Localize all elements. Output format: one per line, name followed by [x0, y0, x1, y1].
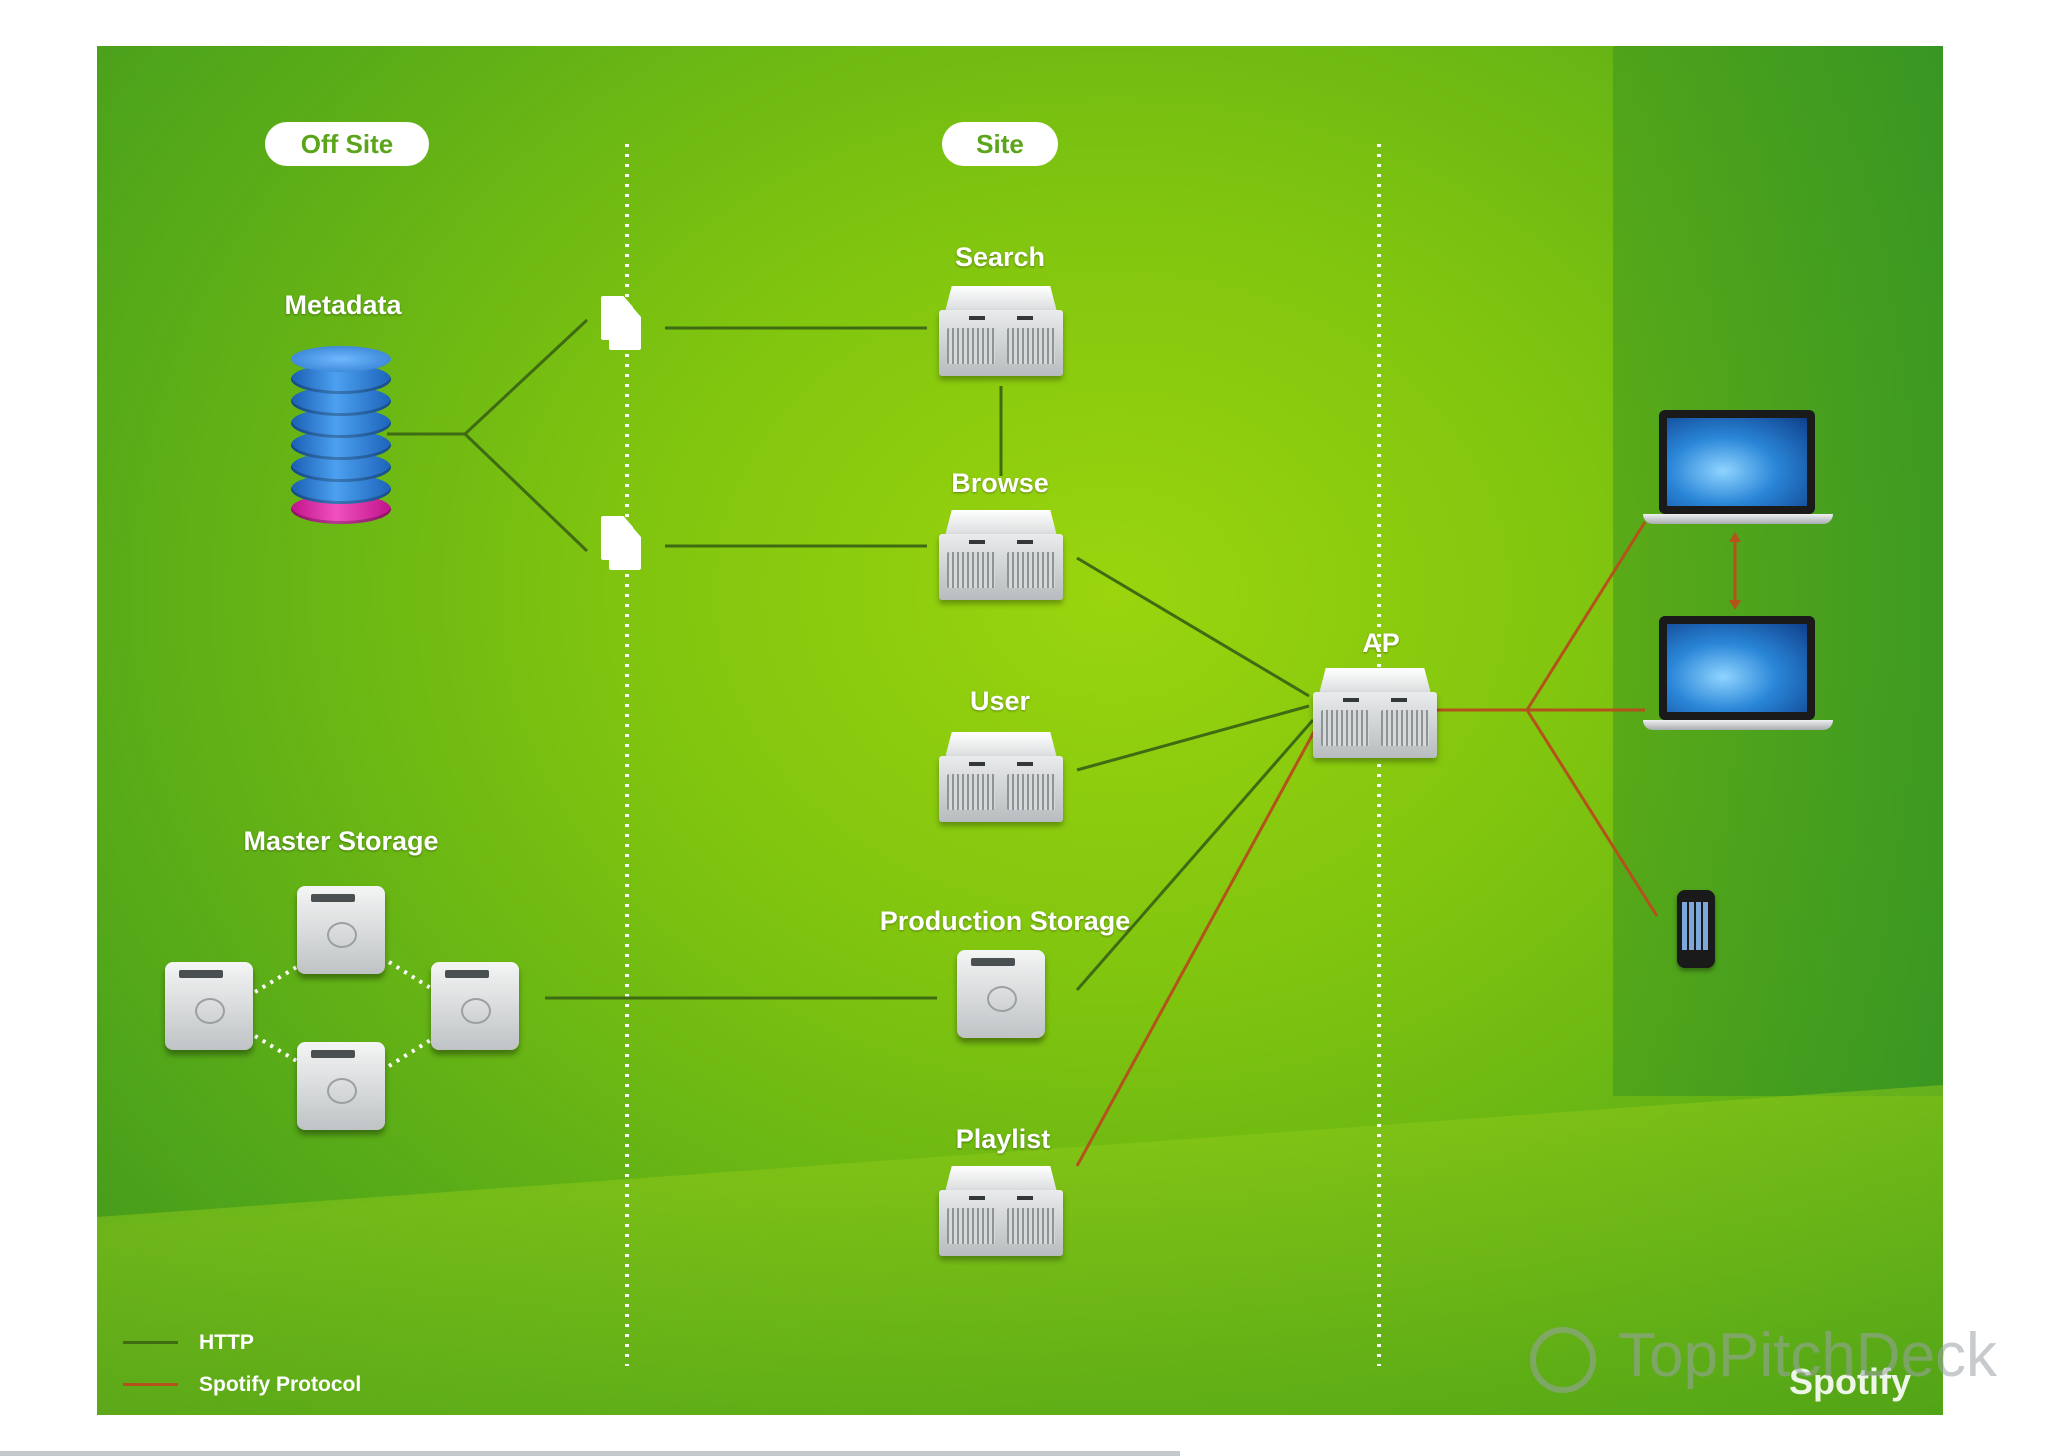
- production-storage-drive-icon: [957, 950, 1045, 1038]
- document-icon-bottom: [601, 516, 641, 570]
- laptop-icon-top: [1643, 410, 1833, 530]
- legend-http-label: HTTP: [199, 1331, 254, 1354]
- master-storage-drive-top: [297, 886, 385, 974]
- watermark: TopPitchDeck: [1530, 1320, 1997, 1393]
- ap-label: AP: [1362, 628, 1400, 658]
- document-icon-top: [601, 296, 641, 350]
- spotify-brand-text: Spotify: [1789, 1361, 1911, 1402]
- legend-spotify-protocol-label: Spotify Protocol: [199, 1373, 362, 1396]
- ap-server-icon: [1313, 668, 1437, 758]
- master-storage-label: Master Storage: [243, 826, 439, 856]
- playlist-label: Playlist: [955, 1124, 1051, 1154]
- ring-link-3: [253, 1034, 307, 1068]
- search-server-icon: [939, 286, 1063, 376]
- browse-label: Browse: [951, 468, 1049, 498]
- metadata-database-icon: [291, 346, 391, 526]
- production-storage-label: Production Storage: [879, 906, 1131, 936]
- background-wall: [1613, 46, 1943, 1096]
- legend-http-swatch: [123, 1341, 178, 1344]
- legend-spotify-protocol-swatch: [123, 1383, 178, 1386]
- mobile-phone-icon: [1677, 890, 1715, 968]
- arrowhead-up: [1729, 532, 1741, 542]
- link-fork-phone: [1525, 709, 1659, 917]
- architecture-diagram: Off Site Site Metadata Search Browse Use…: [97, 46, 1943, 1415]
- user-server-icon: [939, 732, 1063, 822]
- link-fork-doc-top: [463, 318, 589, 436]
- browse-server-icon: [939, 510, 1063, 600]
- zone-site: Site: [942, 122, 1058, 166]
- link-browse-ap: [1076, 556, 1310, 698]
- zone-off-site: Off Site: [265, 122, 429, 166]
- metadata-label: Metadata: [284, 290, 402, 320]
- link-fork-laptop-top: [1525, 521, 1647, 711]
- bottom-divider: [0, 1451, 1180, 1456]
- rocket-logo-icon: [1530, 1326, 1596, 1393]
- playlist-server-icon: [939, 1166, 1063, 1256]
- watermark-text: TopPitchDeck: [1618, 1321, 1998, 1390]
- link-production-storage-ap: [1075, 719, 1315, 991]
- master-storage-drive-right: [431, 962, 519, 1050]
- link-playlist-ap: [1075, 729, 1317, 1167]
- master-storage-drive-bottom: [297, 1042, 385, 1130]
- link-fork-doc-bottom: [463, 432, 589, 553]
- ring-link-2: [387, 960, 439, 994]
- user-label: User: [969, 686, 1031, 716]
- search-label: Search: [954, 242, 1046, 272]
- arrowhead-down: [1729, 600, 1741, 610]
- master-storage-drive-left: [165, 962, 253, 1050]
- ring-link-1: [253, 960, 307, 994]
- ring-link-4: [387, 1034, 439, 1068]
- link-user-ap: [1076, 704, 1310, 772]
- laptop-icon-bottom: [1643, 616, 1833, 736]
